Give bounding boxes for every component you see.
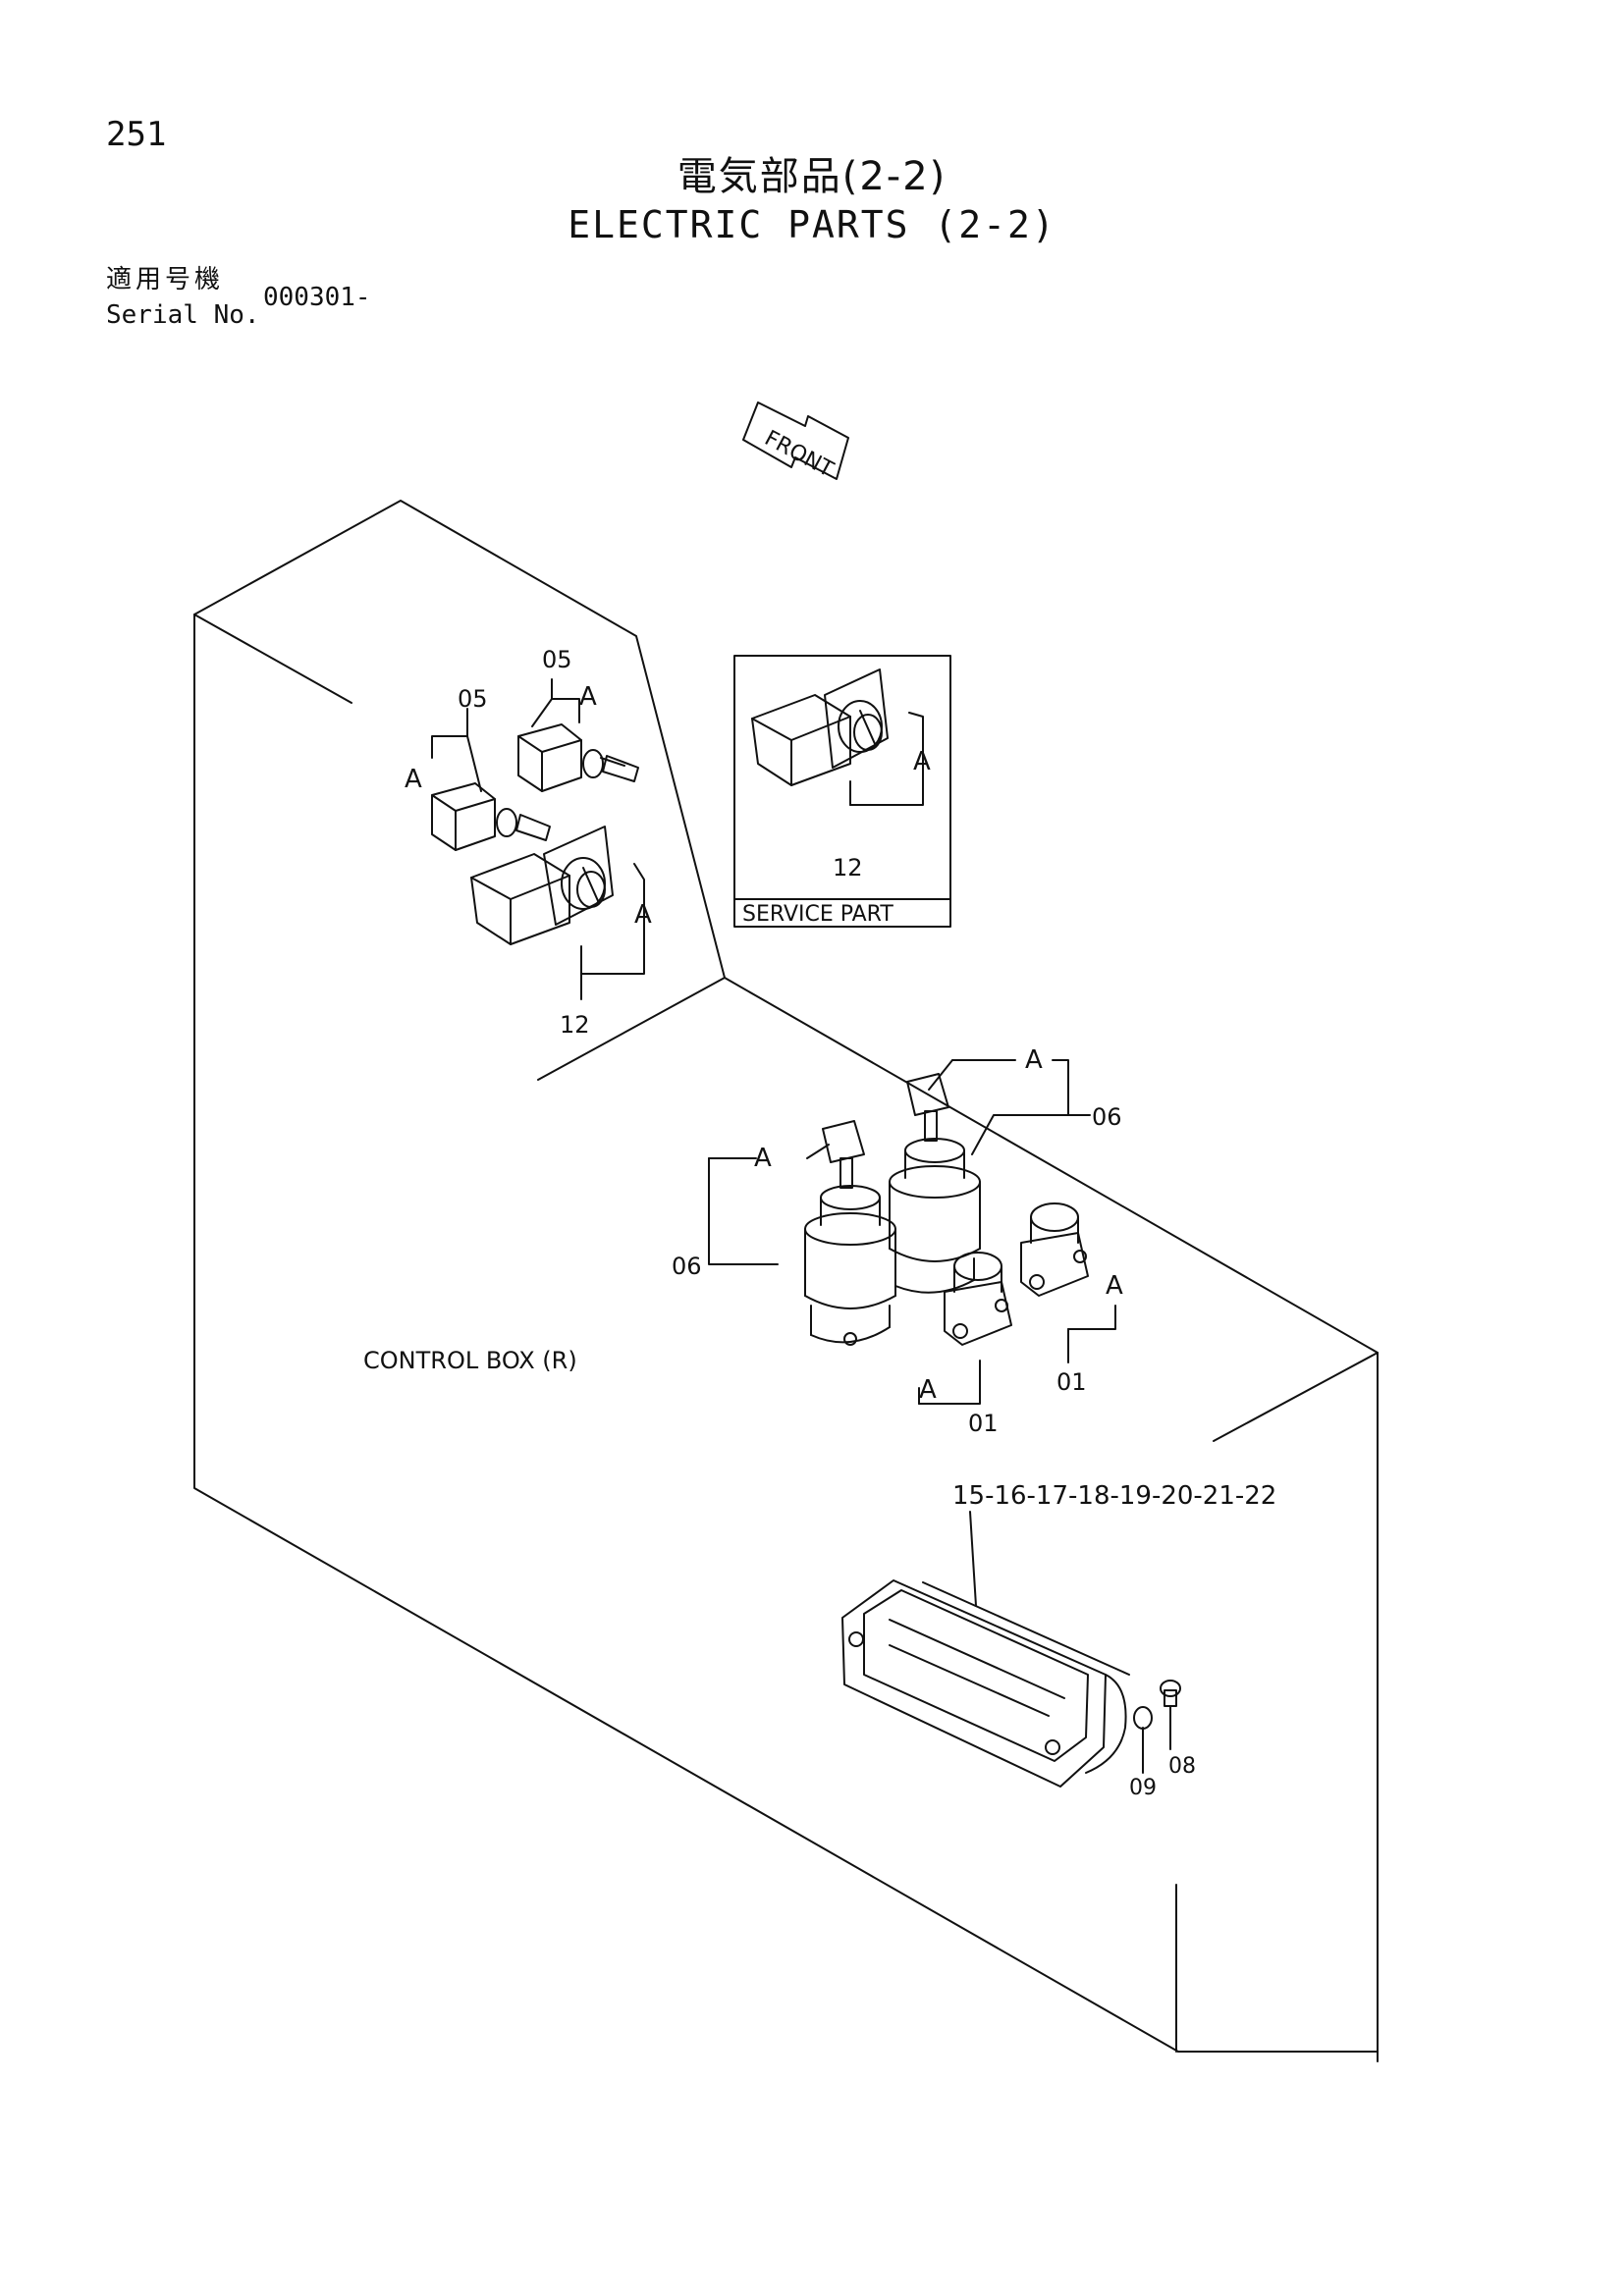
serial-label-english: Serial No.: [106, 300, 260, 330]
service-part-label: SERVICE PART: [742, 902, 893, 927]
leaders-upper-group: [431, 678, 645, 1000]
key-switch-06-right: [889, 1073, 981, 1294]
front-arrow-icon: FRONT: [742, 401, 849, 483]
callout-12: 12: [560, 1011, 590, 1039]
serial-number-value: 000301-: [263, 283, 371, 312]
page-title-english: ELECTRIC PARTS (2-2): [568, 203, 1056, 246]
toggle-switch-05-upper: [517, 723, 639, 792]
control-box-label: CONTROL BOX (R): [363, 1347, 577, 1374]
callout-12-service: 12: [833, 854, 863, 881]
callout-01-right: 01: [1056, 1368, 1087, 1396]
page-title-japanese: 電気部品(2-2): [677, 154, 947, 199]
callout-a: A: [754, 1144, 772, 1173]
callout-a: A: [913, 747, 931, 776]
callout-05-lower: 05: [458, 685, 488, 713]
callout-a: A: [1106, 1271, 1123, 1301]
callout-a: A: [405, 765, 422, 794]
callout-01-left: 01: [968, 1410, 999, 1437]
push-button-01-left: [944, 1252, 1012, 1346]
callout-06-right: 06: [1092, 1103, 1122, 1131]
push-button-01-right: [1020, 1202, 1089, 1297]
front-label: FRONT: [760, 426, 838, 483]
gauge-panel-housing: [841, 1511, 1181, 1788]
callout-a: A: [634, 900, 652, 930]
callout-panel-group: 15-16-17-18-19-20-21-22: [952, 1481, 1276, 1511]
service-part-box: [733, 655, 951, 928]
callout-08: 08: [1168, 1754, 1196, 1779]
key-switch-06-left: [804, 1120, 896, 1346]
rotary-switch-12: [470, 826, 614, 945]
callout-05-upper: 05: [542, 646, 572, 673]
leaders-lower-group: [708, 1059, 1116, 1405]
page-number: 251: [106, 115, 167, 154]
toggle-switch-05-lower: [431, 782, 551, 851]
callout-a: A: [579, 682, 597, 712]
callout-09: 09: [1129, 1776, 1157, 1800]
callout-06-left: 06: [672, 1253, 702, 1280]
serial-label-japanese: 適用号機: [106, 265, 225, 294]
control-box-outline: [193, 500, 1379, 2062]
callout-a: A: [1025, 1045, 1043, 1075]
callout-a: A: [919, 1375, 937, 1405]
